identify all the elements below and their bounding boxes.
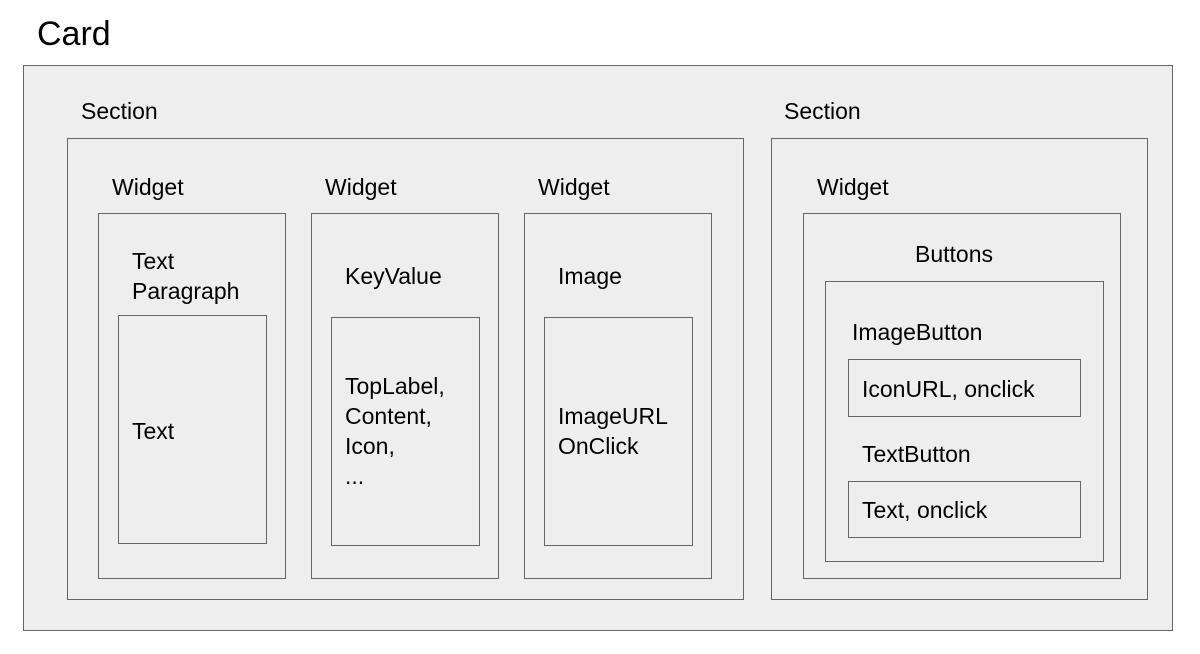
section-label: Section — [784, 98, 861, 124]
imagebutton-inner-text: IconURL, onclick — [862, 376, 1035, 402]
keyvalue-inner-box — [331, 317, 480, 546]
imagebutton-label: ImageButton — [852, 319, 983, 345]
section-label: Section — [81, 98, 158, 124]
buttons-label: Buttons — [915, 241, 993, 267]
keyvalue-inner-text: TopLabel, Content, Icon, ... — [345, 373, 445, 489]
image-inner-text: ImageURL OnClick — [558, 403, 668, 459]
imagebutton-box — [848, 359, 1081, 417]
image-inner-box — [544, 317, 693, 546]
keyvalue-label: KeyValue — [345, 263, 442, 289]
text-paragraph-label: Text Paragraph — [132, 248, 240, 304]
widget-label: Widget — [538, 174, 610, 200]
image-label: Image — [558, 263, 622, 289]
card-title: Card — [37, 15, 111, 53]
text-paragraph-inner-text: Text — [132, 418, 175, 444]
widget-label: Widget — [817, 174, 889, 200]
widget-label: Widget — [325, 174, 397, 200]
textbutton-box — [848, 481, 1081, 538]
widget-label: Widget — [112, 174, 184, 200]
textbutton-inner-text: Text, onclick — [862, 497, 988, 523]
textbutton-label: TextButton — [862, 441, 971, 467]
text-paragraph-inner-box — [118, 315, 267, 544]
